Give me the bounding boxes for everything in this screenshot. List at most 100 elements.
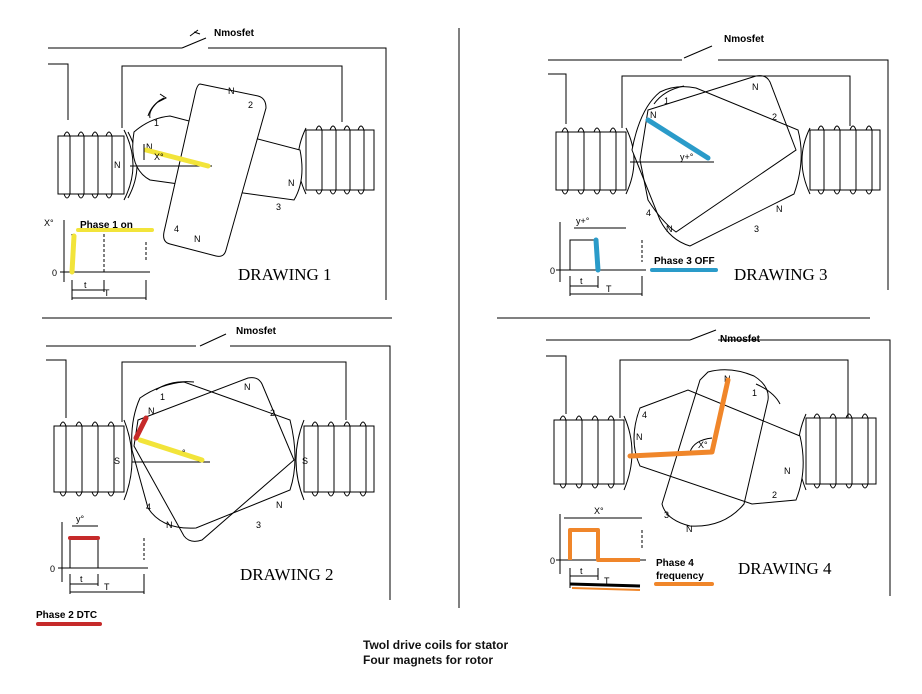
caption: Twol drive coils for stator Four magnets… xyxy=(363,638,508,668)
switch-blade xyxy=(689,329,717,341)
phase-3-graph-highlight xyxy=(593,237,601,273)
pole-letter-n-4: N xyxy=(686,524,693,534)
wire-left xyxy=(548,73,567,124)
stator-coil-left xyxy=(555,127,635,195)
pole-number-1: 1 xyxy=(664,96,669,106)
phase-3-highlight xyxy=(645,117,711,161)
pole-number-4: 4 xyxy=(642,410,647,420)
stator-coil-left xyxy=(53,419,133,501)
switch-blade xyxy=(199,333,227,347)
pole-number-2: 2 xyxy=(270,408,275,418)
pole-number-1: 1 xyxy=(752,388,757,398)
drawing-1-title: DRAWING 1 xyxy=(238,265,332,284)
graph-angle-label: X° xyxy=(594,506,604,516)
nmosfet-label: Nmosfet xyxy=(724,34,765,45)
pole-letter-n-1: N xyxy=(752,82,759,92)
rotation-arrow-icon xyxy=(755,383,781,405)
stator-coil-left xyxy=(57,129,138,201)
pole-letter-n-4: N xyxy=(166,520,173,530)
pole-number-2: 2 xyxy=(772,490,777,500)
graph-zero-label: 0 xyxy=(550,556,555,566)
pole-number-1: 1 xyxy=(154,118,159,128)
graph-period-label: T xyxy=(606,284,612,294)
pole-number-3: 3 xyxy=(256,520,261,530)
pole-letter-n-4: N xyxy=(194,234,201,244)
stator-coil-right xyxy=(801,125,881,195)
graph-period-label: T xyxy=(104,582,110,592)
phase-1-highlight xyxy=(143,147,211,169)
phase-2-label: Phase 2 DTC xyxy=(36,610,97,621)
pole-number-2: 2 xyxy=(248,100,253,110)
graph-zero-label: 0 xyxy=(50,564,55,574)
wire-coil-link xyxy=(619,359,849,418)
stator-coil-right xyxy=(297,125,375,195)
pole-letter-n-2: N xyxy=(636,432,643,442)
pole-number-3: 3 xyxy=(664,510,669,520)
phase-1-graph-highlight xyxy=(69,233,77,275)
pole-letter-n-3: N xyxy=(776,204,783,214)
wire-left xyxy=(48,63,69,120)
rotation-arrow-icon xyxy=(653,85,685,105)
angle-label: y+° xyxy=(680,152,694,162)
drawing-4-title: DRAWING 4 xyxy=(738,559,832,578)
caption-line-2: Four magnets for rotor xyxy=(363,653,494,667)
rotor xyxy=(132,83,303,257)
pole-letter-n-1: N xyxy=(244,382,251,392)
rotor xyxy=(131,377,296,542)
switch-blade xyxy=(181,37,207,49)
stator-pole-left: N xyxy=(114,160,121,170)
rotation-arrow-icon xyxy=(147,97,165,117)
pole-number-3: 3 xyxy=(754,224,759,234)
angle-label: X° xyxy=(698,440,708,450)
phase-2-highlight xyxy=(133,415,149,441)
pole-letter-n-3: N xyxy=(276,500,283,510)
angle-label: ° xyxy=(182,448,186,458)
phase-4-highlight xyxy=(627,377,731,459)
period-bar-orange xyxy=(571,587,641,591)
nmosfet-label: Nmosfet xyxy=(214,28,255,39)
graph-angle-label: y° xyxy=(76,514,85,524)
graph-period-label: T xyxy=(604,576,610,586)
phase-3-label: Phase 3 OFF xyxy=(654,256,715,267)
graph-t-label: t xyxy=(80,574,83,584)
timing-graph xyxy=(58,522,148,594)
stator-pole-left: S xyxy=(114,456,120,466)
graph-t-label: t xyxy=(84,280,87,290)
pole-number-3: 3 xyxy=(276,202,281,212)
graph-t-label: t xyxy=(580,276,583,286)
rotation-arrow-head-icon xyxy=(157,93,167,103)
rotor xyxy=(631,75,802,247)
angle-arc xyxy=(689,437,713,453)
phase-1-label: Phase 1 on xyxy=(80,220,133,231)
wire-top-right xyxy=(718,59,889,290)
phase-4-graph-highlight xyxy=(568,528,640,562)
rotor xyxy=(633,369,804,527)
pole-number-2: 2 xyxy=(772,112,777,122)
timing-graph xyxy=(556,222,646,296)
period-bar xyxy=(569,582,641,588)
pole-letter-n-4: N xyxy=(666,224,673,234)
stator-coil-left xyxy=(553,415,633,491)
graph-angle-label: y+° xyxy=(576,216,590,226)
angle-label: X° xyxy=(154,152,164,162)
wire-coil-link xyxy=(621,75,851,128)
pole-number-4: 4 xyxy=(646,208,651,218)
nmosfet-label: Nmosfet xyxy=(720,334,761,345)
stator-pole-right: S xyxy=(302,456,308,466)
graph-t-label: t xyxy=(580,566,583,576)
graph-zero-label: 0 xyxy=(550,266,555,276)
pole-number-4: 4 xyxy=(174,224,179,234)
caption-line-1: Twol drive coils for stator xyxy=(363,638,509,652)
pole-letter-n-2: N xyxy=(146,142,153,152)
phase-2-secondary-highlight xyxy=(137,437,205,463)
wire-top-right xyxy=(718,339,891,596)
wire-left xyxy=(46,359,67,418)
pole-number-1: 1 xyxy=(160,392,165,402)
drawing-2: Nmosfet S S 1 2 3 4 N N N N xyxy=(36,326,391,626)
pole-number-4: 4 xyxy=(146,502,151,512)
rotation-arrow-icon xyxy=(155,381,195,391)
switch-arrow-icon xyxy=(189,29,201,37)
wire-left xyxy=(546,355,567,414)
drawing-2-title: DRAWING 2 xyxy=(240,565,334,584)
